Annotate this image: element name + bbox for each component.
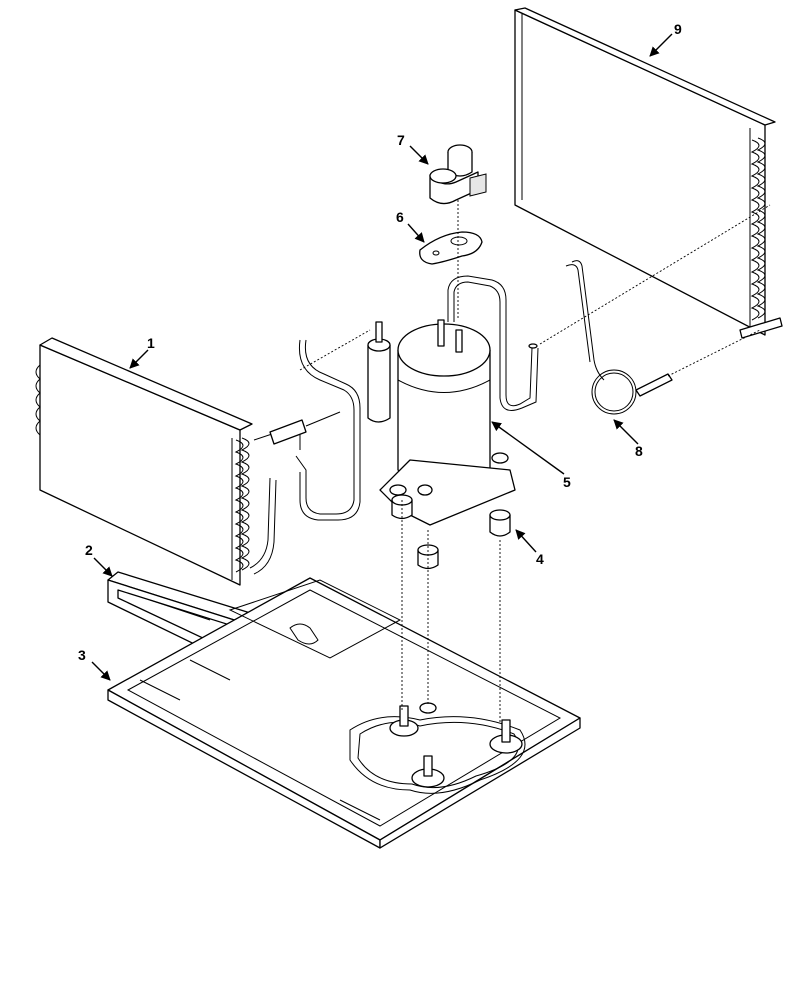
condenser-hairpins (234, 437, 250, 573)
compressor (367, 275, 539, 526)
callout-5: 5 (491, 421, 571, 490)
callout-7-label: 7 (397, 132, 405, 148)
condenser-coil (35, 337, 361, 586)
capillary-tube (565, 260, 673, 415)
grommet (391, 494, 413, 520)
assembly-lines (299, 200, 771, 722)
callout-3-label: 3 (78, 647, 86, 663)
callout-2-label: 2 (85, 542, 93, 558)
callout-2: 2 (85, 542, 113, 577)
callout-8: 8 (613, 419, 643, 459)
evaporator-hairpins (750, 137, 766, 321)
terminal-cover (429, 144, 487, 205)
callout-4: 4 (515, 529, 544, 567)
callout-3: 3 (78, 647, 111, 681)
callout-1: 1 (129, 335, 155, 369)
evaporator-coil (514, 7, 783, 339)
callout-9-label: 9 (674, 21, 682, 37)
callout-6: 6 (396, 209, 425, 243)
callout-9: 9 (649, 21, 682, 57)
callout-4-label: 4 (536, 551, 544, 567)
callouts: 1 2 3 4 5 6 7 8 (78, 21, 682, 681)
grommet (417, 544, 439, 570)
gasket (419, 231, 483, 265)
callout-7: 7 (397, 132, 429, 165)
callout-1-label: 1 (147, 335, 155, 351)
compressor-mount-studs (389, 702, 523, 788)
callout-8-label: 8 (635, 443, 643, 459)
callout-6-label: 6 (396, 209, 404, 225)
callout-5-label: 5 (563, 474, 571, 490)
base-pan (107, 577, 581, 849)
grommet (489, 509, 511, 537)
